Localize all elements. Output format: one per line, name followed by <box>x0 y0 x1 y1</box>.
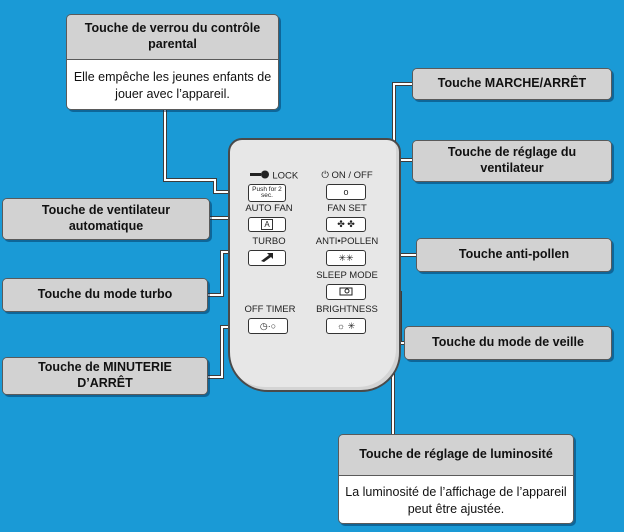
callout-on-off: Touche MARCHE/ARRÊT <box>412 68 612 100</box>
callout-auto-fan: Touche de ventilateur automatique <box>2 198 210 240</box>
on-off-label: ON / OFF <box>331 170 373 181</box>
callout-anti-pollen: Touche anti-pollen <box>416 238 612 272</box>
remote-control: LOCK Push for 2 sec. ⏻ ON / OFF o AUTO F… <box>228 138 401 392</box>
lock-button[interactable]: Push for 2 sec. <box>248 184 286 202</box>
anti-pollen-label: ANTI•POLLEN <box>315 236 379 247</box>
brightness-button[interactable]: ☼ ✳ <box>326 318 366 334</box>
on-off-button-text: o <box>343 187 349 197</box>
sleep-mode-label: SLEEP MODE <box>316 270 378 281</box>
on-off-label-row: ⏻ ON / OFF <box>312 170 382 181</box>
auto-fan-button-text: A <box>261 219 273 230</box>
sleep-mode-button[interactable] <box>326 284 366 300</box>
callout-off-timer-title: Touche de MINUTERIE D’ARRÊT <box>3 358 207 394</box>
callout-fan-setting: Touche de réglage du ventilateur <box>412 140 612 182</box>
pollen-icon: ✳✳ <box>338 252 354 263</box>
anti-pollen-button[interactable]: ✳✳ <box>326 250 366 266</box>
brightness-label: BRIGHTNESS <box>316 304 378 315</box>
callout-on-off-title: Touche MARCHE/ARRÊT <box>413 69 611 99</box>
callout-parental-lock-description: Elle empêche les jeunes enfants de jouer… <box>67 59 278 109</box>
callout-off-timer: Touche de MINUTERIE D’ARRÊT <box>2 357 208 395</box>
lock-button-text: Push for 2 sec. <box>252 185 282 199</box>
callout-fan-setting-title: Touche de réglage du ventilateur <box>413 141 611 181</box>
lock-label: LOCK <box>272 170 299 182</box>
off-timer-label: OFF TIMER <box>244 304 296 315</box>
off-timer-button[interactable]: ◷·○ <box>248 318 288 334</box>
callout-parental-lock: Touche de verrou du contrôle parental El… <box>66 14 279 110</box>
lock-label-row: LOCK <box>244 170 304 182</box>
fan-set-label: FAN SET <box>327 203 367 214</box>
sleep-icon <box>339 286 353 298</box>
power-icon: ⏻ <box>321 170 329 181</box>
fan-set-button[interactable]: ✤ ✤ <box>326 217 366 232</box>
callout-brightness: Touche de réglage de luminosité La lumin… <box>338 434 574 524</box>
turbo-arrow-icon <box>260 252 274 264</box>
callout-brightness-description: La luminosité de l’affichage de l’appare… <box>339 475 573 523</box>
callout-turbo: Touche du mode turbo <box>2 278 208 312</box>
clock-off-icon: ◷·○ <box>259 320 277 331</box>
turbo-label: TURBO <box>252 236 286 247</box>
callout-parental-lock-title: Touche de verrou du contrôle parental <box>67 15 278 59</box>
turbo-button[interactable] <box>248 250 286 266</box>
key-icon <box>249 170 270 182</box>
auto-fan-button[interactable]: A <box>248 217 286 232</box>
callout-sleep-title: Touche du mode de veille <box>405 327 611 359</box>
callout-turbo-title: Touche du mode turbo <box>3 279 207 311</box>
auto-fan-label: AUTO FAN <box>245 203 293 214</box>
callout-brightness-title: Touche de réglage de luminosité <box>339 435 573 475</box>
callout-sleep: Touche du mode de veille <box>404 326 612 360</box>
callout-auto-fan-title: Touche de ventilateur automatique <box>3 199 209 239</box>
fan-icon: ✤ ✤ <box>337 219 355 229</box>
on-off-button[interactable]: o <box>326 184 366 200</box>
brightness-icon: ☼ ✳ <box>336 320 356 331</box>
callout-anti-pollen-title: Touche anti-pollen <box>417 239 611 271</box>
